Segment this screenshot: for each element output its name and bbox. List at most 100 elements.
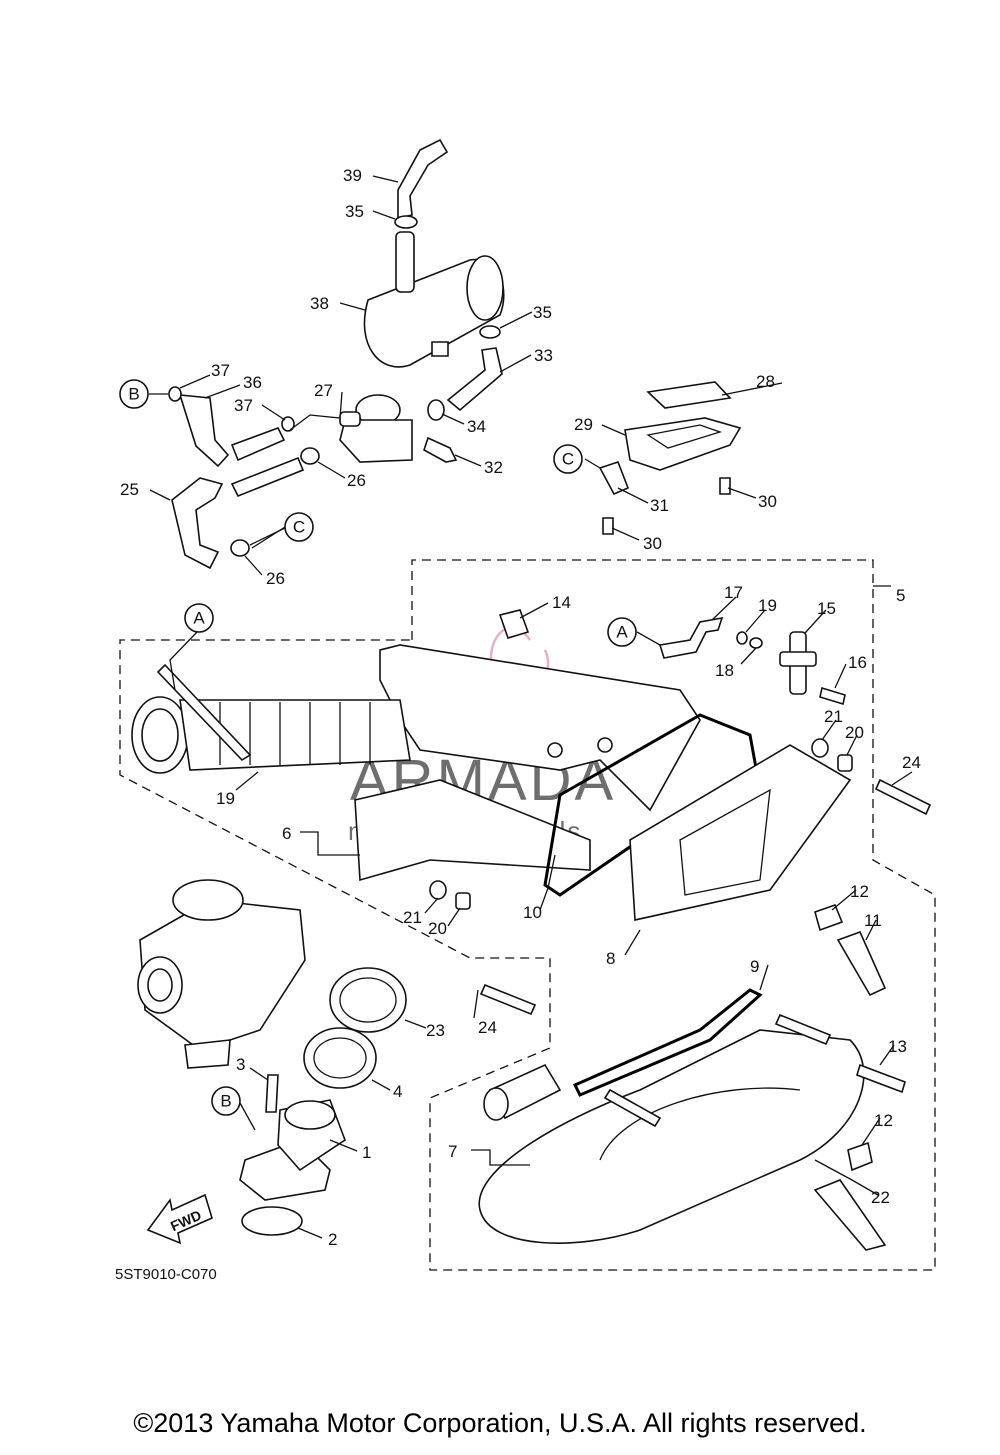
- collar: [429, 880, 447, 900]
- bolt: [719, 477, 731, 495]
- callout-30: 30: [758, 492, 777, 511]
- drain-tube: [836, 930, 887, 997]
- diagram-code: 5ST9010-C070: [115, 1266, 217, 1283]
- gasket: [572, 988, 763, 1097]
- o-ring: [241, 1206, 303, 1236]
- callout-15: 15: [817, 599, 836, 618]
- callout-9: 9: [750, 957, 759, 976]
- callout-37b: 37: [234, 396, 253, 415]
- callout-21b: 21: [403, 908, 422, 927]
- check-valve: [339, 394, 413, 463]
- callout-14: 14: [552, 593, 571, 612]
- callout-12: 12: [850, 882, 869, 901]
- callout-3: 3: [236, 1055, 245, 1074]
- callout-38: 38: [310, 294, 329, 313]
- outlet-pipe: [397, 138, 449, 219]
- screw: [819, 686, 846, 706]
- vent-hose: [178, 394, 230, 468]
- callout-22: 22: [871, 1188, 890, 1207]
- vent-hose: [230, 427, 286, 462]
- callout-19: 19: [758, 596, 777, 615]
- bolt: [602, 517, 614, 535]
- bolt: [265, 1074, 279, 1113]
- callout-33: 33: [534, 346, 553, 365]
- callout-4: 4: [393, 1082, 402, 1101]
- callout-35: 35: [345, 202, 364, 221]
- rubber-cap: [847, 1141, 873, 1172]
- screw: [774, 1013, 832, 1046]
- forward-arrow: FWD: [146, 1193, 213, 1245]
- callout-24: 24: [902, 753, 921, 772]
- callout-29: 29: [574, 415, 593, 434]
- callout-31: 31: [650, 496, 669, 515]
- callout-25: 25: [120, 480, 139, 499]
- callout-17: 17: [724, 583, 743, 602]
- hose-clamp: [168, 386, 182, 402]
- callout-28: 28: [756, 372, 775, 391]
- ref-b-hose: B: [128, 385, 139, 404]
- ref-a-duct: A: [193, 609, 205, 628]
- callout-35b: 35: [533, 303, 552, 322]
- cover-plate: [646, 381, 732, 409]
- bracket: [598, 460, 630, 496]
- callout-numbers: 1 2 3 4 5 6 7 8 9 10 11 12 12 13 14 15 1…: [120, 166, 921, 1249]
- screw: [856, 1063, 906, 1094]
- ref-b-joint: B: [220, 1092, 231, 1111]
- reference-markers: A A B B C C: [119, 379, 637, 1116]
- callout-5: 5: [896, 586, 905, 605]
- damper: [837, 754, 853, 772]
- vent-hose: [658, 616, 724, 659]
- callout-27: 27: [314, 381, 333, 400]
- callout-20b: 20: [428, 919, 447, 938]
- ref-a-hose: A: [616, 623, 628, 642]
- callout-6: 6: [282, 824, 291, 843]
- bolt: [479, 983, 537, 1016]
- callout-34: 34: [467, 417, 486, 436]
- intake-duct: [131, 663, 411, 774]
- callout-24b: 24: [478, 1018, 497, 1037]
- throttle-body: [137, 879, 306, 1069]
- callout-39: 39: [343, 166, 362, 185]
- throttle-joint: [239, 1099, 346, 1201]
- callout-11: 11: [864, 911, 882, 930]
- silencer: [363, 231, 505, 368]
- air-box-cover: [478, 1029, 865, 1244]
- callout-21: 21: [824, 707, 843, 726]
- callout-36: 36: [243, 373, 262, 392]
- separator-box: [624, 417, 742, 471]
- drain-tube: [813, 1179, 887, 1251]
- screw: [603, 1088, 662, 1128]
- clip: [736, 631, 748, 645]
- callout-19b: 19: [216, 789, 235, 808]
- callout-26: 26: [347, 471, 366, 490]
- callout-1: 1: [362, 1143, 371, 1162]
- clip: [427, 399, 445, 421]
- ref-c-box: C: [562, 450, 574, 469]
- callout-32: 32: [484, 458, 503, 477]
- hose-clamp: [394, 215, 418, 229]
- callout-8: 8: [606, 949, 615, 968]
- callout-20: 20: [845, 723, 864, 742]
- hose-clamp: [303, 1027, 377, 1089]
- callout-7: 7: [448, 1142, 457, 1161]
- leader-lines: [149, 175, 913, 1239]
- damper: [498, 609, 530, 639]
- bolt: [423, 436, 458, 463]
- bolt: [874, 778, 932, 816]
- callout-37: 37: [211, 361, 230, 380]
- hose-clamp: [230, 539, 250, 557]
- callout-23: 23: [426, 1021, 445, 1040]
- joint: [779, 631, 817, 695]
- air-case: [354, 644, 701, 882]
- callout-13: 13: [888, 1037, 907, 1056]
- rubber-cap: [814, 903, 844, 932]
- collar: [811, 738, 829, 758]
- clip: [749, 637, 763, 649]
- intake-hose: [230, 456, 305, 498]
- callout-2: 2: [328, 1230, 337, 1249]
- callout-10: 10: [523, 903, 542, 922]
- hose-clamp: [281, 416, 295, 432]
- breather-hose: [446, 347, 503, 412]
- copyright-notice: ©2013 Yamaha Motor Corporation, U.S.A. A…: [133, 1408, 867, 1438]
